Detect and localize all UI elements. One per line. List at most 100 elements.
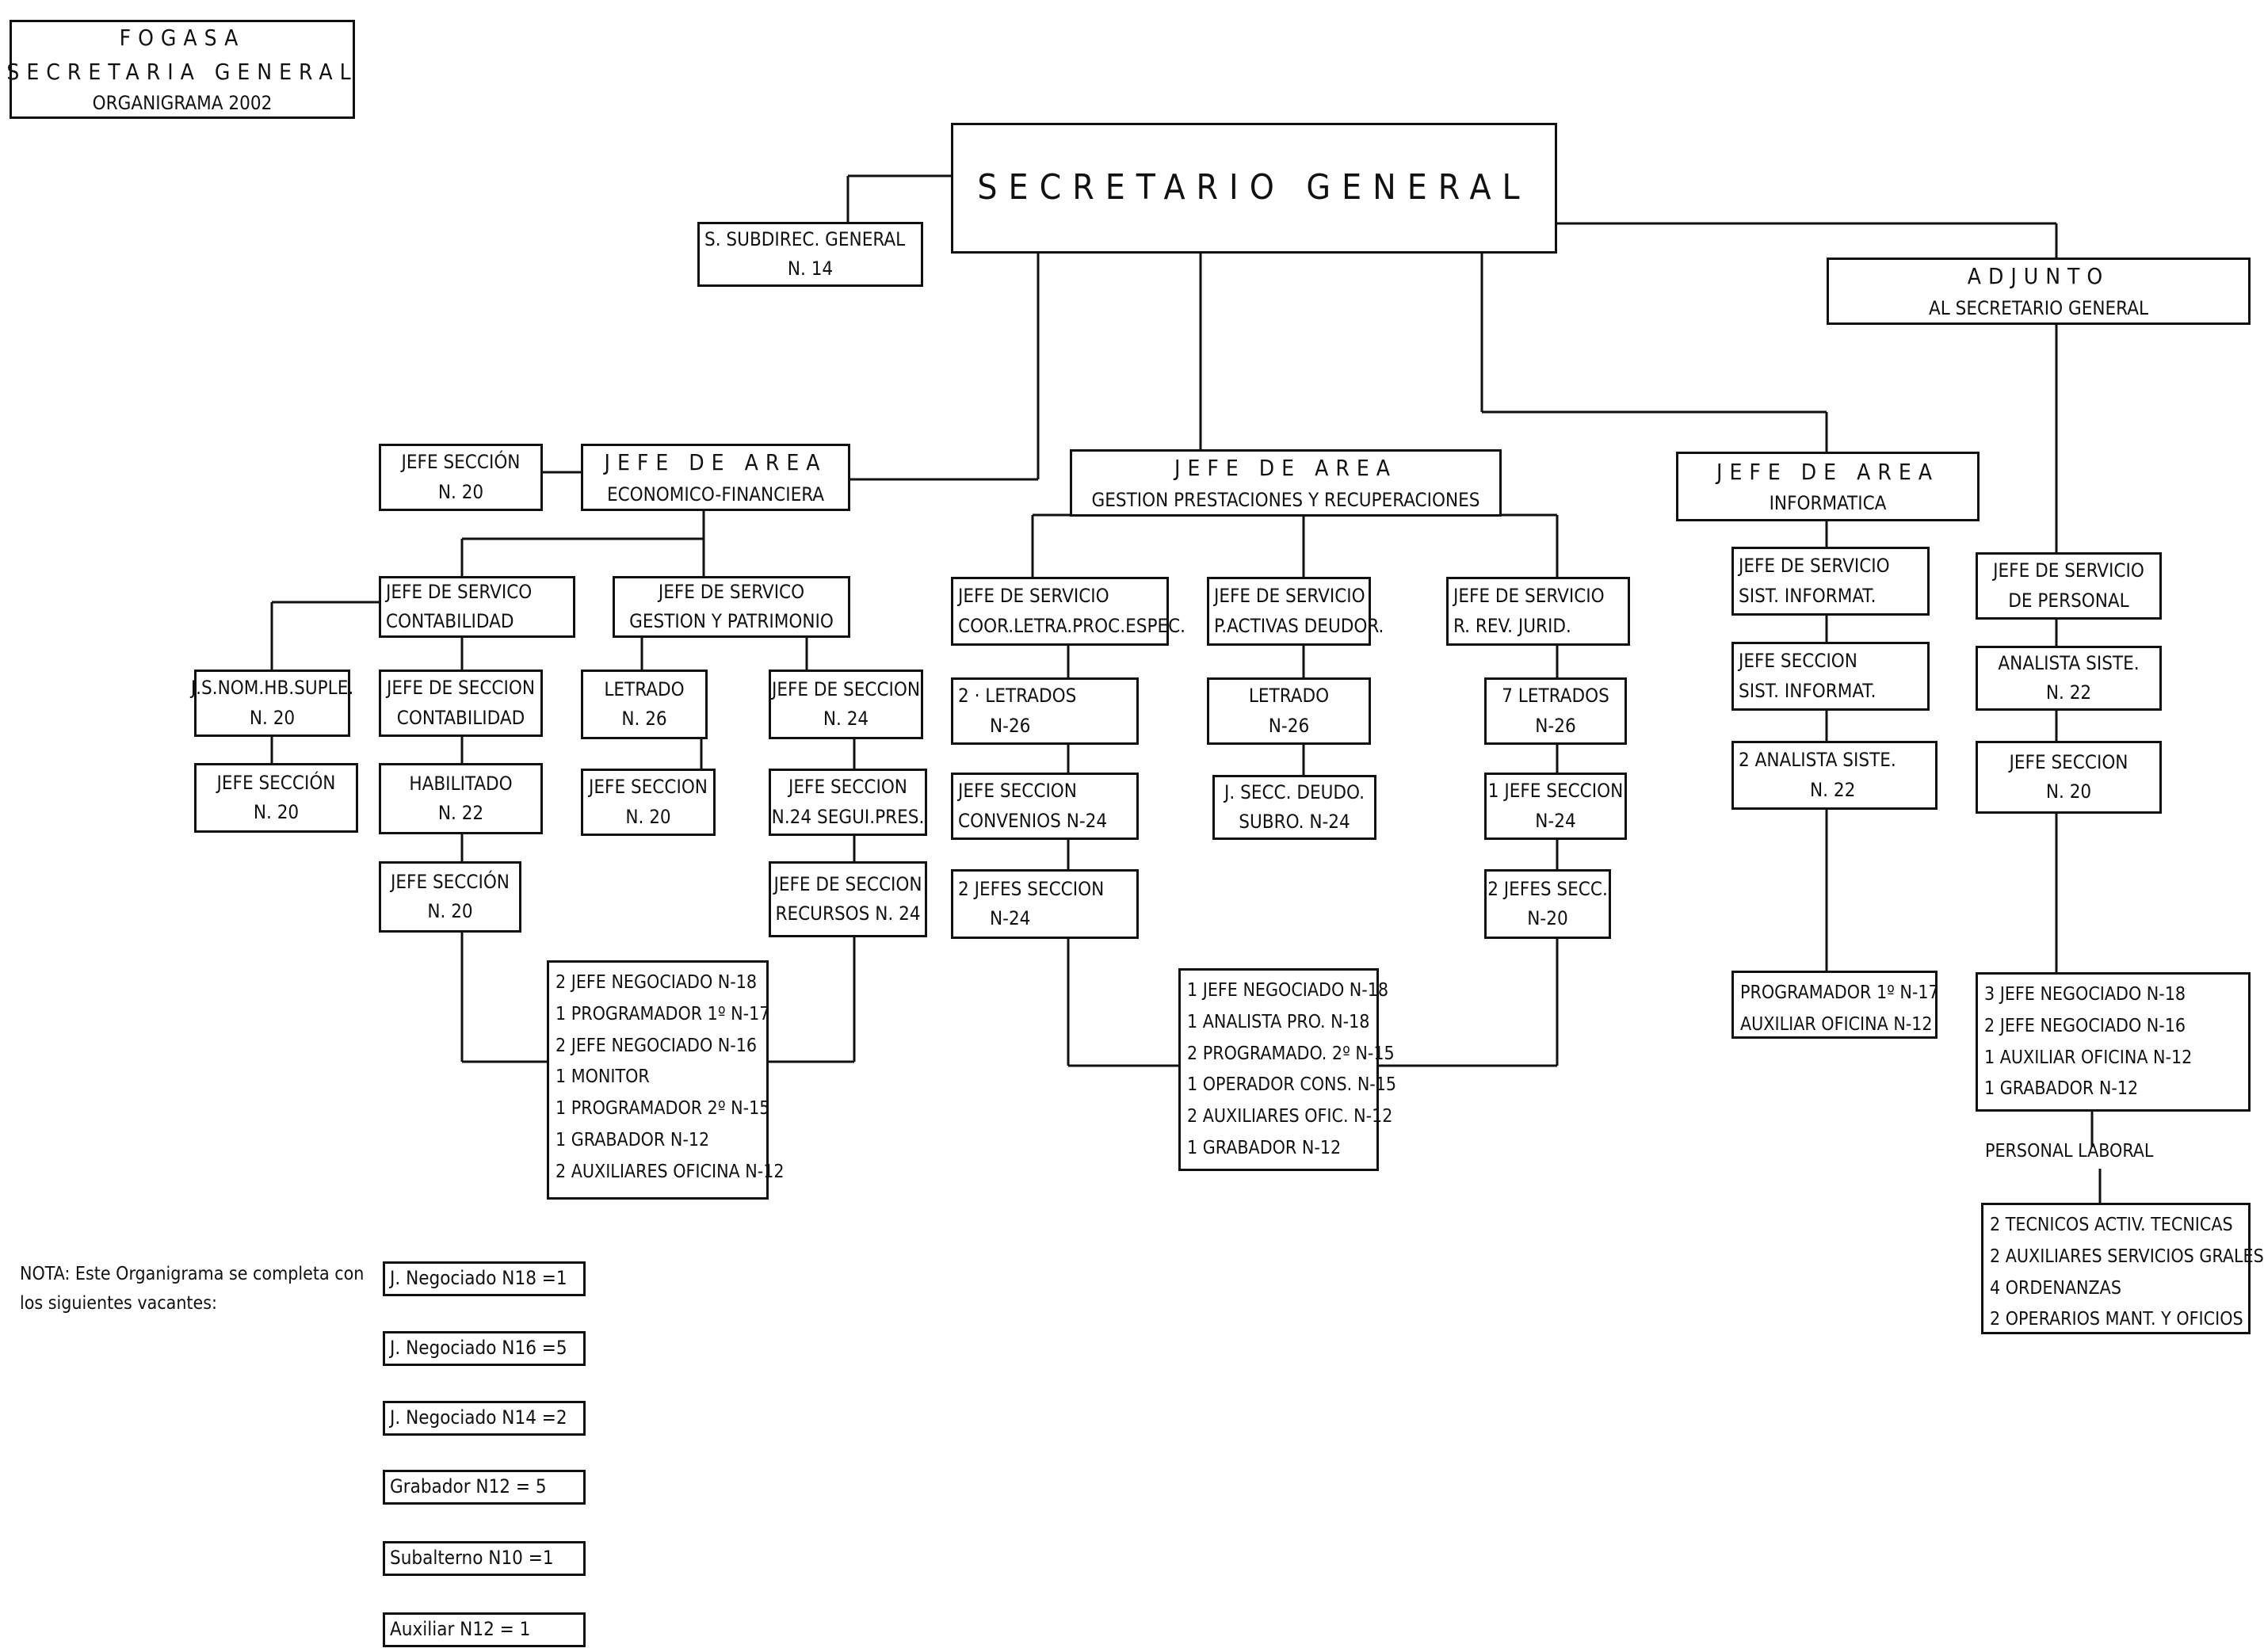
serv-rrev-box: JEFE DE SERVICIO R. REV. JURID.: [1446, 577, 1630, 646]
gestion-jefe1-level: N-24: [1535, 809, 1576, 832]
eco-staff-item: 2 AUXILIARES OFICINA N-12: [556, 1161, 785, 1182]
info-analista-title: 2 ANALISTA SISTE.: [1739, 749, 1896, 772]
gestion-jefes2b-box: 2 JEFES SECC. N-20: [1484, 869, 1611, 939]
personal-analista-title: ANALISTA SISTE.: [1998, 651, 2140, 674]
eco-letrado-seccion-title: JEFE SECCION: [589, 776, 708, 799]
info-seccion-subtitle: SIST. INFORMAT.: [1739, 679, 1876, 702]
personal-laboral-list: 2 TECNICOS ACTIV. TECNICAS 2 AUXILIARES …: [1981, 1203, 2264, 1334]
eco-jefe-seccion-title: JEFE SECCIÓN: [401, 451, 521, 474]
gestion-staff-item: 1 OPERADOR CONS. N-15: [1187, 1074, 1397, 1096]
gestion-jefes2b-level: N-20: [1527, 907, 1568, 929]
serv-contabilidad-subtitle: CONTABILIDAD: [386, 610, 514, 632]
serv-rrev-subtitle: R. REV. JURID.: [1453, 614, 1571, 637]
eco-letrado-seccion-level: N. 20: [625, 805, 671, 828]
gestion-jefes2b-title: 2 JEFES SECC.: [1487, 877, 1608, 900]
gestion-staff-item: 1 JEFE NEGOCIADO N-18: [1187, 980, 1389, 1001]
laboral-item: 2 OPERARIOS MANT. Y OFICIOS: [1990, 1309, 2243, 1330]
serv-gestion-subtitle: GESTION Y PATRIMONIO: [629, 610, 834, 632]
header-dept: SECRETARIA GENERAL: [6, 58, 358, 85]
info-serv-box: JEFE DE SERVICIO SIST. INFORMAT.: [1731, 547, 1930, 616]
header-subtitle: ORGANIGRAMA 2002: [92, 92, 273, 115]
info-analista-level: N. 22: [1810, 778, 1856, 801]
gestion-staff-list: 1 JEFE NEGOCIADO N-18 1 ANALISTA PRO. N-…: [1178, 968, 1397, 1171]
note-line: NOTA: Este Organigrama se completa con: [20, 1264, 365, 1284]
gestion-convenios-box: JEFE SECCION CONVENIOS N-24: [951, 773, 1139, 840]
serv-coor-subtitle: COOR.LETRA.PROC.ESPEC.: [958, 614, 1186, 637]
eco-seccion-segui-subtitle: N.24 SEGUI.PRES.: [771, 805, 925, 828]
info-staff-item: PROGRAMADOR 1º N-17: [1740, 982, 1939, 1003]
info-serv-title: JEFE DE SERVICIO: [1739, 555, 1890, 578]
secretario-general-label: SECRETARIO GENERAL: [977, 167, 1531, 208]
gestion-letrado-level: N-26: [1268, 714, 1310, 737]
vacancy-item: J. Negociado N18 =1: [383, 1261, 586, 1296]
gestion-letrados2-title: 2 · LETRADOS: [958, 685, 1077, 708]
gestion-secc-deudo-box: J. SECC. DEUDO. SUBRO. N-24: [1212, 775, 1376, 840]
gestion-jefes2-level: N-24: [990, 907, 1031, 929]
area-gestion-title: JEFE DE AREA: [1174, 455, 1397, 482]
subdirec-level: N. 14: [787, 258, 834, 280]
vacancies-note: NOTA: Este Organigrama se completa con l…: [20, 1260, 364, 1318]
personal-analista-level: N. 22: [2045, 681, 2092, 704]
serv-coor-box: JEFE DE SERVICIO COOR.LETRA.PROC.ESPEC.: [951, 577, 1185, 646]
personal-staff-item: 2 JEFE NEGOCIADO N-16: [1984, 1015, 2186, 1036]
eco-jefe-seccion-n20-box: JEFE SECCIÓN N. 20: [379, 861, 521, 933]
gestion-letrados2-box: 2 · LETRADOS N-26: [951, 677, 1139, 745]
gestion-letrado-title: LETRADO: [1248, 685, 1330, 708]
eco-jefe-seccion-n20-title: JEFE SECCIÓN: [391, 870, 510, 893]
eco-seccion-segui-title: JEFE SECCION: [788, 776, 907, 799]
personal-seccion-title: JEFE SECCION: [2009, 750, 2128, 773]
laboral-item: 4 ORDENANZAS: [1990, 1277, 2121, 1299]
area-gestion-box: JEFE DE AREA GESTION PRESTACIONES Y RECU…: [1070, 449, 1502, 517]
personal-serv-title: JEFE DE SERVICIO: [1993, 559, 2144, 582]
adjunto-box: ADJUNTO AL SECRETARIO GENERAL: [1827, 258, 2251, 325]
gestion-convenios-title: JEFE SECCION: [958, 780, 1077, 803]
gestion-jefes2-title: 2 JEFES SECCION: [958, 877, 1105, 900]
seccion-contabilidad-subtitle: CONTABILIDAD: [396, 706, 525, 729]
vacancy-item: J. Negociado N14 =2: [383, 1401, 586, 1436]
serv-pactivas-title: JEFE DE SERVICIO: [1214, 585, 1365, 608]
header-box: FOGASA SECRETARIA GENERAL ORGANIGRAMA 20…: [6, 20, 355, 119]
serv-pactivas-box: JEFE DE SERVICIO P.ACTIVAS DEUDOR.: [1207, 577, 1384, 646]
eco-jefe-seccion-box: JEFE SECCIÓN N. 20: [379, 444, 543, 511]
area-informatica-subtitle: INFORMATICA: [1769, 492, 1887, 515]
subdirec-title: S. SUBDIREC. GENERAL: [704, 227, 906, 250]
serv-gestion-title: JEFE DE SERVICO: [658, 580, 805, 603]
info-serv-subtitle: SIST. INFORMAT.: [1739, 584, 1876, 607]
laboral-item: 2 TECNICOS ACTIV. TECNICAS: [1990, 1215, 2233, 1235]
personal-analista-box: ANALISTA SISTE. N. 22: [1976, 646, 2162, 711]
seccion-contabilidad-title: JEFE DE SECCION: [386, 677, 536, 700]
gestion-jefe1-title: 1 JEFE SECCION: [1487, 780, 1624, 803]
secretario-general-box: SECRETARIO GENERAL: [951, 123, 1557, 254]
eco-letrado-seccion-box: JEFE SECCION N. 20: [581, 769, 716, 836]
header-org: FOGASA: [119, 24, 246, 51]
gestion-jefe1-box: 1 JEFE SECCION N-24: [1484, 773, 1627, 840]
gestion-convenios-subtitle: CONVENIOS N-24: [958, 809, 1108, 832]
serv-pactivas-subtitle: P.ACTIVAS DEUDOR.: [1214, 614, 1384, 637]
js-nom-seccion-title: JEFE SECCIÓN: [216, 771, 336, 794]
eco-jefe-seccion-level: N. 20: [437, 480, 484, 503]
js-nom-seccion-box: JEFE SECCIÓN N. 20: [194, 763, 358, 833]
habilitado-title: HABILITADO: [409, 772, 513, 795]
serv-coor-title: JEFE DE SERVICIO: [958, 585, 1109, 608]
eco-staff-item: 2 JEFE NEGOCIADO N-16: [556, 1035, 758, 1056]
js-nom-seccion-level: N. 20: [253, 801, 300, 823]
vacancy-item: Grabador N12 = 5: [383, 1470, 586, 1505]
personal-staff-item: 1 AUXILIAR OFICINA N-12: [1984, 1047, 2193, 1068]
info-seccion-box: JEFE SECCION SIST. INFORMAT.: [1731, 642, 1930, 711]
area-economico-subtitle: ECONOMICO-FINANCIERA: [606, 483, 825, 506]
gestion-letrado-box: LETRADO N-26: [1207, 677, 1371, 745]
personal-seccion-level: N. 20: [2045, 780, 2092, 803]
personal-serv-box: JEFE DE SERVICIO DE PERSONAL: [1976, 552, 2162, 620]
serv-contabilidad-title: JEFE DE SERVICO: [386, 580, 533, 603]
personal-serv-subtitle: DE PERSONAL: [2008, 589, 2129, 612]
note-line: los siguientes vacantes:: [20, 1292, 218, 1314]
gestion-letrados7-title: 7 LETRADOS: [1502, 685, 1609, 708]
serv-contabilidad-box: JEFE DE SERVICO CONTABILIDAD: [379, 576, 575, 638]
habilitado-box: HABILITADO N. 22: [379, 763, 543, 834]
eco-seccion-n24-title: JEFE DE SECCION: [771, 677, 921, 700]
gestion-staff-item: 2 PROGRAMADO. 2º N-15: [1187, 1043, 1395, 1064]
gestion-jefes2-box: 2 JEFES SECCION N-24: [951, 869, 1139, 939]
adjunto-subtitle: AL SECRETARIO GENERAL: [1929, 296, 2148, 319]
personal-laboral-label: PERSONAL LABORAL: [1985, 1141, 2154, 1162]
info-staff-list: PROGRAMADOR 1º N-17 AUXILIAR OFICINA N-1…: [1731, 971, 1939, 1039]
